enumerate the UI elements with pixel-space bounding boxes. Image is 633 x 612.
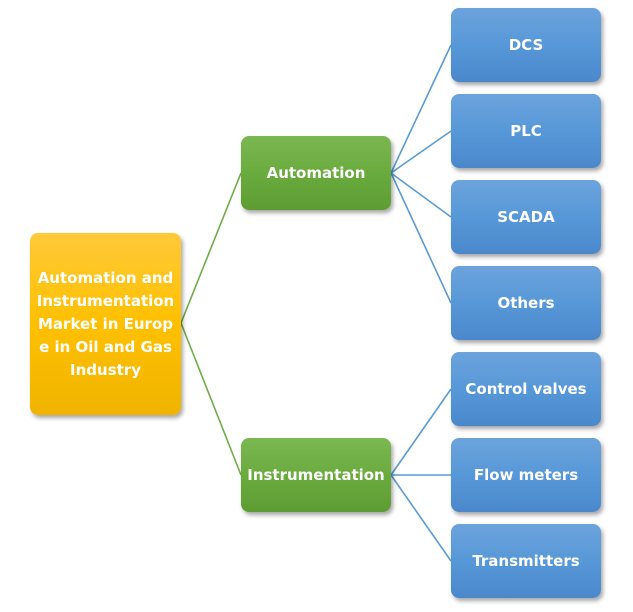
leaf-node-label: DCS (508, 35, 544, 54)
root-node-label: Automation and Instrumentation Market in… (36, 268, 175, 379)
connector-automation-plc (390, 130, 452, 174)
leaf-node-label: Flow meters (473, 465, 579, 484)
leaf-node-dcs: DCS (451, 8, 601, 82)
leaf-node-flow-meters: Flow meters (451, 438, 601, 512)
connector-instrumentation-transmitters (390, 474, 452, 562)
branch-node-instrumentation: Instrumentation (241, 438, 391, 512)
branch-node-automation: Automation (241, 136, 391, 210)
leaf-node-others: Others (451, 266, 601, 340)
leaf-node-label: PLC (510, 121, 542, 140)
branch-node-label: Instrumentation (247, 465, 385, 484)
connector-root-automation (180, 172, 242, 324)
root-node: Automation and Instrumentation Market in… (30, 233, 181, 415)
leaf-node-label: SCADA (497, 207, 555, 226)
leaf-node-label: Control valves (465, 379, 587, 398)
connector-automation-others (390, 172, 452, 304)
connector-instrumentation-control-valves (390, 388, 452, 476)
leaf-node-transmitters: Transmitters (451, 524, 601, 598)
leaf-node-label: Others (497, 293, 555, 312)
connector-root-instrumentation (180, 322, 242, 476)
leaf-node-scada: SCADA (451, 180, 601, 254)
leaf-node-plc: PLC (451, 94, 601, 168)
branch-node-label: Automation (266, 163, 366, 182)
leaf-node-label: Transmitters (472, 551, 580, 570)
connector-automation-dcs (390, 44, 452, 174)
leaf-node-control-valves: Control valves (451, 352, 601, 426)
connector-automation-scada (390, 172, 452, 218)
